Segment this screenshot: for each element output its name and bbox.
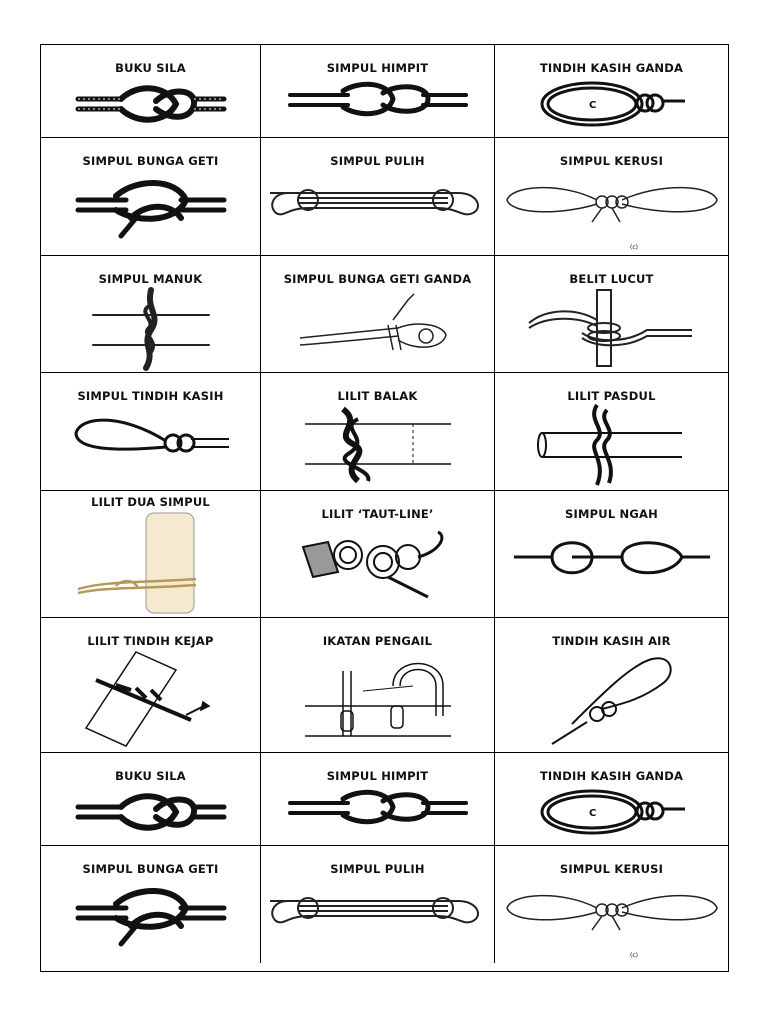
knot-title: SIMPUL PULIH — [330, 154, 425, 168]
knot-title: SIMPUL BUNGA GETI — [82, 862, 219, 876]
copyright-mark: (c) — [630, 244, 638, 251]
pole-hitch-illustration — [536, 403, 682, 486]
double-sheet-bend-illustration — [299, 293, 447, 351]
two-half-hitches-illustration — [77, 512, 196, 614]
knot-title: BUKU SILA — [115, 769, 186, 783]
knot-title: SIMPUL HIMPIT — [326, 61, 429, 75]
knot-card: LILIT BALAK — [261, 373, 495, 491]
knot-card: LILIT PASDUL — [495, 373, 728, 491]
chair-knot-illustration — [505, 894, 718, 931]
loop-mark: C — [589, 808, 596, 819]
knot-title: SIMPUL KERUSI — [559, 862, 664, 876]
reef-knot-illustration — [75, 793, 226, 831]
knot-title: SIMPUL MANUK — [98, 272, 203, 286]
knot-card: SIMPUL PULIH — [261, 138, 495, 256]
knot-title: SIMPUL NGAH — [565, 507, 658, 521]
rolling-hitch-illustration — [84, 651, 210, 747]
knot-title: LILIT TINDIH KEJAP — [87, 634, 214, 648]
knot-card: IKATAN PENGAIL — [261, 618, 495, 753]
knot-title: BELIT LUCUT — [569, 272, 654, 286]
knot-title: BUKU SILA — [115, 61, 186, 75]
water-knot-illustration — [550, 657, 672, 745]
knot-card: SIMPUL KERUSI (c) — [495, 138, 728, 256]
copyright-mark: (c) — [630, 952, 638, 959]
knot-title: SIMPUL TINDIH KASIH — [77, 389, 224, 403]
reef-knot-illustration — [75, 85, 226, 123]
knot-card: LILIT ‘TAUT-LINE’ — [261, 491, 495, 618]
knot-card: LILIT DUA SIMPUL — [41, 491, 261, 618]
carrick-bend-illustration — [75, 888, 226, 947]
knot-card: LILIT TINDIH KEJAP — [41, 618, 261, 753]
knot-card: SIMPUL BUNGA GETI — [41, 846, 261, 963]
knot-card: TINDIH KASIH AIR — [495, 618, 728, 753]
knot-card: SIMPUL PULIH — [261, 846, 495, 963]
double-bowline-illustration: C — [540, 81, 685, 127]
knot-card: TINDIH KASIH GANDA C — [495, 45, 728, 138]
knot-card: SIMPUL HIMPIT — [261, 753, 495, 846]
fishermans-knot-illustration — [304, 662, 451, 737]
knot-card: BELIT LUCUT — [495, 256, 728, 373]
knot-title: TINDIH KASIH GANDA — [539, 769, 684, 783]
knot-card: SIMPUL NGAH — [495, 491, 728, 618]
double-bowline-illustration: C — [540, 789, 685, 835]
sheepshank-illustration — [269, 897, 479, 924]
knot-title: SIMPUL KERUSI — [559, 154, 664, 168]
knot-title: SIMPUL BUNGA GETI — [82, 154, 219, 168]
chair-knot-illustration — [505, 186, 718, 223]
knot-card: SIMPUL KERUSI (c) — [495, 846, 728, 963]
carrick-bend-illustration — [75, 180, 226, 239]
taut-line-hitch-illustration — [301, 530, 443, 599]
knot-chart: BUKU SILA SIMPUL HIMPIT — [40, 44, 729, 972]
knot-card: BUKU SILA — [41, 753, 261, 846]
knot-card: SIMPUL MANUK — [41, 256, 261, 373]
knot-card: SIMPUL BUNGA GETI — [41, 138, 261, 256]
loop-mark: C — [589, 100, 596, 111]
sheet-bend-illustration — [287, 789, 468, 825]
knot-title: IKATAN PENGAIL — [322, 634, 433, 648]
knot-title: LILIT BALAK — [337, 389, 418, 403]
figure-eight-knot-illustration — [513, 541, 710, 575]
slip-hitch-illustration — [527, 289, 692, 367]
clove-hitch-illustration — [91, 287, 210, 371]
knot-title: LILIT DUA SIMPUL — [91, 495, 210, 509]
knot-card: SIMPUL TINDIH KASIH — [41, 373, 261, 491]
knot-title: SIMPUL HIMPIT — [326, 769, 429, 783]
knot-title: LILIT ‘TAUT-LINE’ — [321, 507, 434, 521]
sheet-bend-illustration — [287, 81, 468, 117]
knot-title: TINDIH KASIH AIR — [552, 634, 671, 648]
knot-card: SIMPUL HIMPIT — [261, 45, 495, 138]
knot-card: TINDIH KASIH GANDA C — [495, 753, 728, 846]
timber-hitch-illustration — [304, 406, 451, 484]
knot-title: TINDIH KASIH GANDA — [539, 61, 684, 75]
knot-card: SIMPUL BUNGA GETI GANDA — [261, 256, 495, 373]
bowline-illustration — [73, 418, 229, 453]
knot-title: LILIT PASDUL — [567, 389, 656, 403]
knot-card: BUKU SILA — [41, 45, 261, 138]
knot-title: SIMPUL BUNGA GETI GANDA — [283, 272, 472, 286]
knot-title: SIMPUL PULIH — [330, 862, 425, 876]
sheepshank-illustration — [269, 189, 479, 216]
